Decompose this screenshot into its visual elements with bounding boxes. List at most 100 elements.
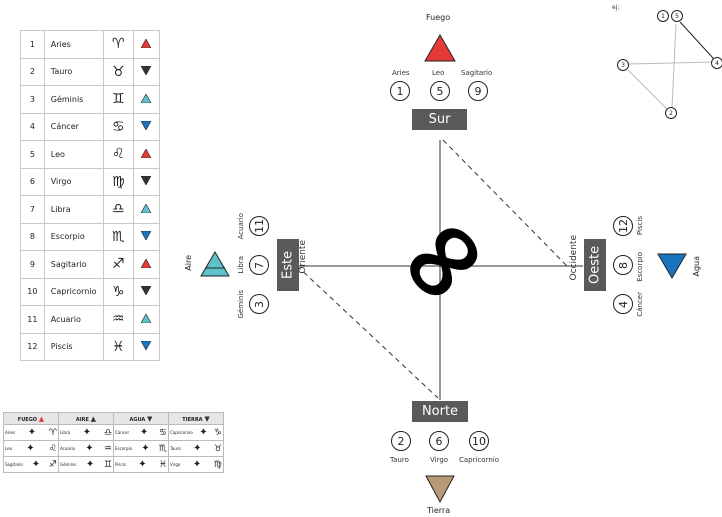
- example-label: ej:: [612, 4, 620, 11]
- sign-symbol-icon: ♐: [48, 459, 57, 470]
- norte-sign-3-number: 10: [469, 431, 489, 451]
- norte-sign-3-name: Capricornio: [459, 456, 499, 464]
- oeste-sign-3-number: 4: [613, 294, 633, 314]
- sign-symbol-icon: ♍: [213, 459, 222, 470]
- oeste-sign-1-number: 12: [613, 216, 633, 236]
- elements-cell: Piscis✦♓: [113, 456, 169, 473]
- zodiac-number: 2: [20, 57, 45, 86]
- direction-este: Este: [277, 239, 299, 291]
- sign-symbol-icon: ♋: [158, 427, 167, 438]
- constellation-figure-icon: ✦: [139, 427, 149, 438]
- constellation-figure-icon: ✦: [138, 459, 147, 470]
- fire-triangle: [424, 33, 456, 62]
- element-triangle-icon: [132, 332, 161, 361]
- zodiac-name: Tauro: [43, 57, 105, 86]
- este-sign-2-number: 7: [249, 255, 269, 275]
- elements-row: Sagitario✦♐Géminis✦♊Piscis✦♓Virgo✦♍: [3, 456, 224, 473]
- constellation-figure-icon: ✦: [141, 443, 150, 454]
- norte-sign-2-name: Virgo: [430, 456, 449, 464]
- este-sign-3-name: Géminis: [237, 290, 245, 319]
- zodiac-name: Capricornio: [43, 277, 105, 306]
- sign-symbol-icon: ♊: [103, 459, 112, 470]
- sur-sign-2-name: Leo: [432, 69, 445, 77]
- zodiac-number: 11: [20, 305, 45, 334]
- zodiac-number: 8: [20, 222, 45, 251]
- sign-symbol-icon: ♒: [103, 443, 112, 454]
- zodiac-symbol-icon: ♊: [103, 85, 134, 114]
- sign-symbol-icon: ♓: [158, 459, 167, 470]
- este-sign-3-number: 3: [249, 294, 269, 314]
- header-aire: AIRE ▲: [58, 412, 114, 425]
- zodiac-symbol-icon: ♎: [103, 195, 134, 224]
- zodiac-number: 3: [20, 85, 45, 114]
- oeste-sign-2-name: Escorpio: [636, 252, 644, 282]
- example-node-1: 1: [657, 10, 669, 22]
- sign-name: Capricornio: [170, 430, 193, 435]
- sign-name: Aries: [5, 430, 16, 435]
- oeste-sign-3-name: Cáncer: [636, 292, 644, 317]
- example-node-4: 4: [711, 57, 722, 69]
- constellation-figure-icon: ✦: [82, 427, 92, 438]
- sign-symbol-icon: ♎: [103, 427, 112, 438]
- occidente-label: Occidente: [569, 235, 579, 281]
- sign-symbol-icon: ♏: [158, 443, 167, 454]
- zodiac-name: Sagitario: [43, 250, 105, 279]
- constellation-figure-icon: ✦: [31, 459, 41, 470]
- elements-cell: Tauro ✦ ♉: [168, 440, 224, 457]
- sign-name: Escorpio: [115, 446, 132, 451]
- fuego-label: Fuego: [426, 13, 451, 22]
- constellation-figure-icon: ✦: [192, 459, 202, 470]
- norte-sign-2-number: 6: [429, 431, 449, 451]
- direction-norte: Norte: [412, 401, 468, 422]
- constellation-figure-icon: ✦: [85, 443, 94, 454]
- header-fuego: FUEGO ▲: [3, 412, 59, 425]
- aire-label: Aire: [184, 255, 193, 271]
- sign-symbol-icon: ♉: [213, 443, 222, 454]
- sign-name: Virgo: [170, 462, 181, 467]
- constellation-figure-icon: ✦: [27, 427, 37, 438]
- zodiac-symbol-icon: ♒: [103, 305, 134, 334]
- zodiac-number: 5: [20, 140, 45, 169]
- zodiac-name: Libra: [43, 195, 105, 224]
- earth-triangle: [425, 475, 455, 504]
- zodiac-number: 12: [20, 332, 45, 361]
- zodiac-name: Escorpio: [43, 222, 105, 251]
- zodiac-number: 1: [20, 30, 45, 59]
- zodiac-symbol-icon: ♉: [103, 57, 134, 86]
- zodiac-symbol-icon: ♍: [103, 167, 134, 196]
- elements-cell: Aries✦♈: [3, 424, 59, 441]
- oeste-sign-1-name: Piscis: [636, 216, 644, 236]
- sign-name: Leo: [5, 446, 13, 451]
- elements-cell: Virgo ✦ ♍: [168, 456, 224, 473]
- sur-sign-3-name: Sagitario: [461, 69, 493, 77]
- sign-symbol-icon: ♌: [48, 443, 57, 454]
- sign-name: Tauro: [170, 446, 181, 451]
- elements-row: Leo ✦ ♌Acuario ✦ ♒Escorpio ✦ ♏Tauro ✦ ♉: [3, 440, 224, 457]
- este-sign-2-name: Libra: [237, 256, 245, 274]
- earth-triangle-icon: ▼: [204, 414, 210, 423]
- sur-sign-3-number: 9: [468, 81, 488, 101]
- air-triangle: [200, 251, 230, 277]
- constellation-figure-icon: ✦: [193, 443, 202, 454]
- element-triangle-icon: [132, 305, 161, 334]
- zodiac-symbol-icon: ♓: [103, 332, 134, 361]
- element-triangle-icon: [132, 195, 161, 224]
- example-node-2: 2: [665, 107, 677, 119]
- elements-row: Aries✦♈Libra✦♎Cáncer✦♋Capricornio✦♑: [3, 424, 224, 441]
- sur-sign-1-name: Aries: [392, 69, 410, 77]
- oeste-sign-2-number: 8: [613, 255, 633, 275]
- sign-name: Sagitario: [5, 462, 23, 467]
- elements-cell: Sagitario ✦ ♐: [3, 456, 59, 473]
- sign-name: Acuario: [60, 446, 76, 451]
- este-sign-1-number: 11: [249, 216, 269, 236]
- elements-table: FUEGO ▲ AIRE ▲ AGUA ▼ TIERRA ▼ Aries✦♈Li…: [3, 412, 224, 473]
